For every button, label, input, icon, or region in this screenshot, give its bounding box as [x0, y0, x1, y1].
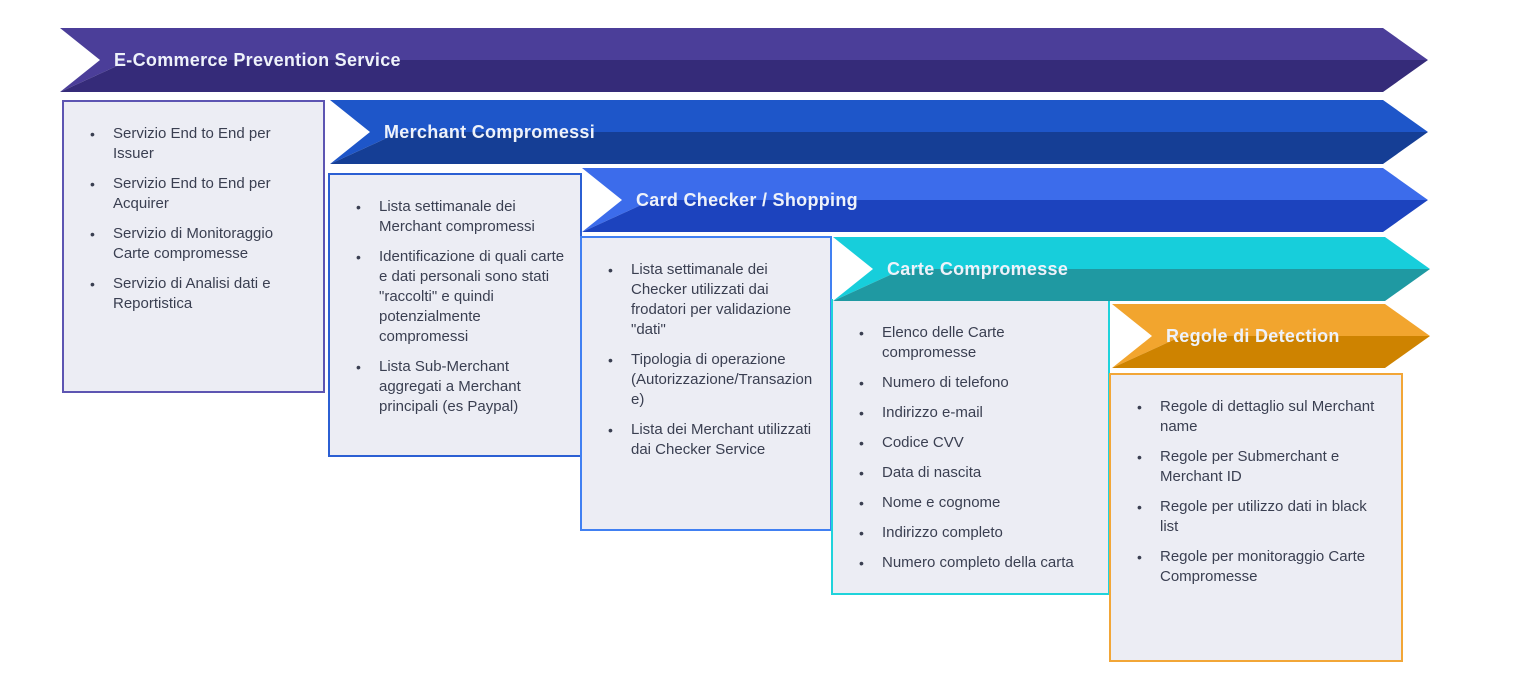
bullet-list: Lista settimanale dei Merchant compromes… [330, 175, 580, 437]
banner-carte-compromesse: Carte Compromesse [833, 237, 1430, 301]
ribbon-arrow-shape [582, 168, 1428, 232]
banner-card-checker-shopping: Card Checker / Shopping [582, 168, 1428, 232]
panel-merchant-compromessi: Lista settimanale dei Merchant compromes… [328, 173, 582, 457]
banner-ecommerce-prevention-service: E-Commerce Prevention Service [60, 28, 1428, 92]
bullet-item: Regole per Submerchant e Merchant ID [1135, 447, 1389, 487]
bullet-item: Servizio End to End per Acquirer [88, 174, 311, 214]
bullet-item: Regole per monitoraggio Carte Compromess… [1135, 547, 1389, 587]
banner-title: Carte Compromesse [887, 259, 1069, 279]
banner-title: E-Commerce Prevention Service [114, 50, 401, 70]
bullet-item: Nome e cognome [857, 493, 1096, 513]
bullet-item: Lista Sub-Merchant aggregati a Merchant … [354, 357, 568, 417]
bullet-item: Servizio di Analisi dati e Reportistica [88, 274, 311, 314]
banner-regole-di-detection: Regole di Detection [1112, 304, 1430, 368]
bullet-item: Lista settimanale dei Merchant compromes… [354, 197, 568, 237]
bullet-list: Elenco delle Carte compromesseNumero di … [833, 301, 1108, 593]
ribbon-arrow-shape [330, 100, 1428, 164]
banner-merchant-compromessi: Merchant Compromessi [330, 100, 1428, 164]
bullet-item: Lista dei Merchant utilizzati dai Checke… [606, 420, 818, 460]
panel-card-checker-shopping: Lista settimanale dei Checker utilizzati… [580, 236, 832, 531]
bullet-item: Indirizzo completo [857, 523, 1096, 543]
ribbon-arrow-shape [833, 237, 1430, 301]
bullet-item: Identificazione di quali carte e dati pe… [354, 247, 568, 347]
bullet-item: Lista settimanale dei Checker utilizzati… [606, 260, 818, 340]
ribbon-arrow-shape [60, 28, 1428, 92]
banner-title: Merchant Compromessi [384, 122, 596, 142]
bullet-item: Tipologia di operazione (Autorizzazione/… [606, 350, 818, 410]
bullet-list: Lista settimanale dei Checker utilizzati… [582, 238, 830, 480]
bullet-item: Regole per utilizzo dati in black list [1135, 497, 1389, 537]
panel-ecommerce-prevention-service: Servizio End to End per IssuerServizio E… [62, 100, 325, 393]
bullet-item: Servizio di Monitoraggio Carte compromes… [88, 224, 311, 264]
bullet-item: Indirizzo e-mail [857, 403, 1096, 423]
bullet-item: Elenco delle Carte compromesse [857, 323, 1096, 363]
panel-regole-di-detection: Regole di dettaglio sul Merchant nameReg… [1109, 373, 1403, 662]
bullet-item: Data di nascita [857, 463, 1096, 483]
bullet-item: Codice CVV [857, 433, 1096, 453]
panel-carte-compromesse: Elenco delle Carte compromesseNumero di … [831, 299, 1110, 595]
bullet-list: Servizio End to End per IssuerServizio E… [64, 102, 323, 334]
bullet-item: Regole di dettaglio sul Merchant name [1135, 397, 1389, 437]
banner-title: Regole di Detection [1166, 326, 1340, 346]
ribbon-arrow-shape [1112, 304, 1430, 368]
bullet-item: Numero completo della carta [857, 553, 1096, 573]
bullet-list: Regole di dettaglio sul Merchant nameReg… [1111, 375, 1401, 607]
bullet-item: Servizio End to End per Issuer [88, 124, 311, 164]
bullet-item: Numero di telefono [857, 373, 1096, 393]
banner-title: Card Checker / Shopping [636, 190, 858, 210]
